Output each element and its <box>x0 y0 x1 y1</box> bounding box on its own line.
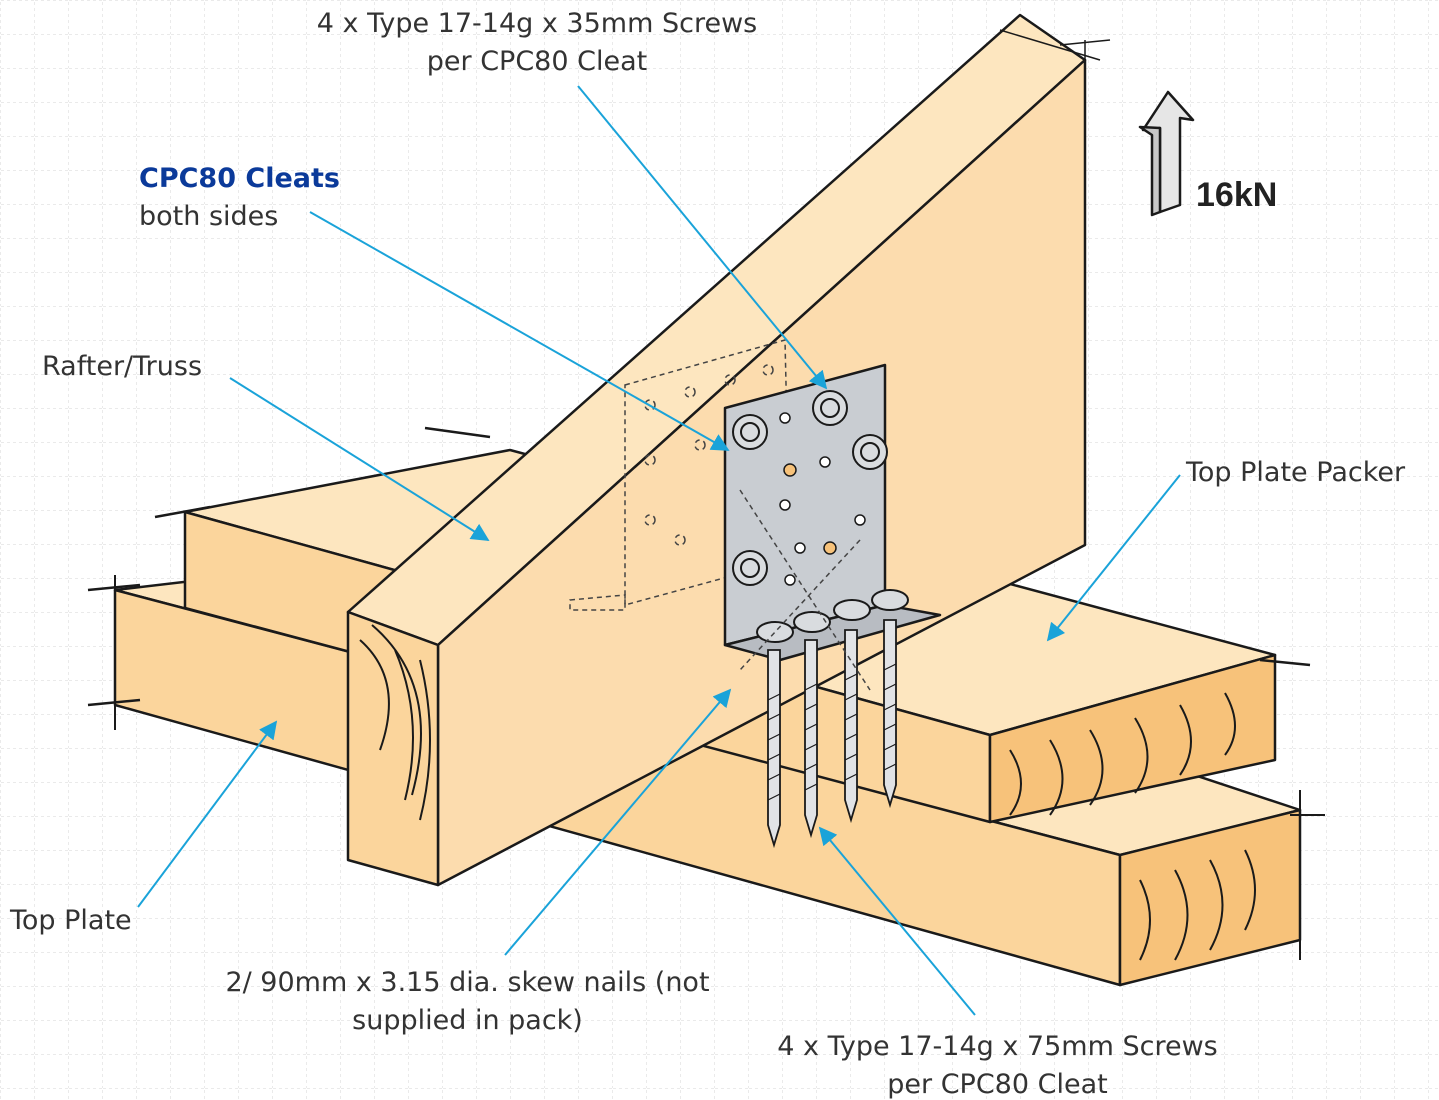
label-skew-nails-line1: 2/ 90mm x 3.15 dia. skew nails (not <box>225 967 710 998</box>
cleat-face-screws <box>732 390 888 586</box>
label-top-plate-packer: Top Plate Packer <box>1186 457 1406 488</box>
label-skew-nails-line2: supplied in pack) <box>352 1005 583 1036</box>
label-skew-nails: 2/ 90mm x 3.15 dia. skew nails (not supp… <box>210 964 725 1040</box>
label-75mm-screws-line2: per CPC80 Cleat <box>887 1069 1108 1100</box>
label-75mm-screws-line1: 4 x Type 17-14g x 75mm Screws <box>777 1031 1218 1062</box>
label-cpc80-cleats: CPC80 Cleats both sides <box>139 160 340 236</box>
skew-nails <box>739 489 871 691</box>
label-75mm-screws: 4 x Type 17-14g x 75mm Screws per CPC80 … <box>770 1028 1225 1100</box>
hidden-cleat-far-side <box>569 339 791 611</box>
label-35mm-screws-line2: per CPC80 Cleat <box>426 46 648 77</box>
base-screw-heads <box>756 589 909 643</box>
leader-lines <box>137 85 1181 1016</box>
label-top-plate: Top Plate <box>10 905 132 936</box>
label-35mm-screws-line1: 4 x Type 17-14g x 35mm Screws <box>316 8 758 39</box>
load-value-label: 16kN <box>1196 176 1278 214</box>
long-screws <box>767 619 897 849</box>
label-35mm-screws: 4 x Type 17-14g x 35mm Screws per CPC80 … <box>312 5 762 81</box>
cpc80-cleat <box>723 363 942 662</box>
label-rafter-truss: Rafter/Truss <box>42 351 203 382</box>
up-arrow-icon <box>1138 90 1195 217</box>
label-cpc80-cleats-sub: both sides <box>139 201 279 232</box>
label-cpc80-cleats-title: CPC80 Cleats <box>139 163 340 194</box>
